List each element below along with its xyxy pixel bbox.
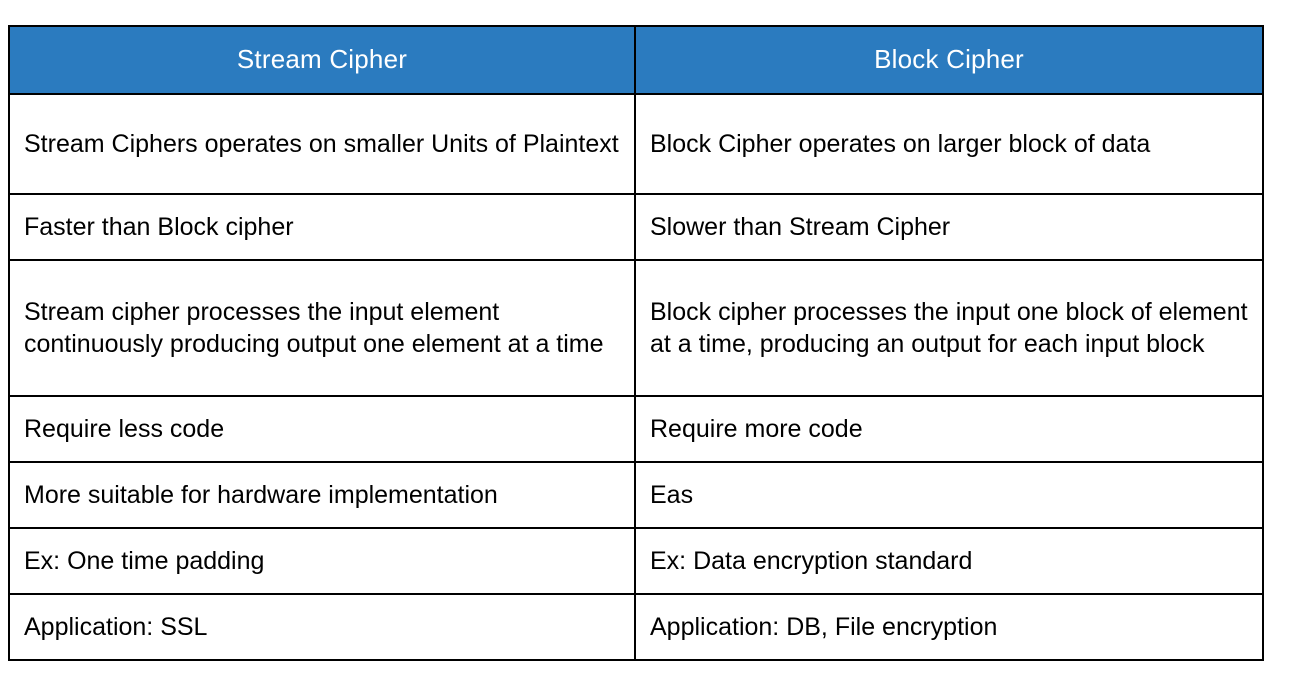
cell-text: Ex: One time padding — [24, 546, 265, 575]
cell-stream-cipher: Require less code — [8, 395, 636, 463]
cell-text: More suitable for hardware implementatio… — [24, 480, 498, 509]
cell-stream-cipher: Ex: One time padding — [8, 527, 636, 595]
cell-stream-cipher: Faster than Block cipher — [8, 193, 636, 261]
column-header-stream-cipher: Stream Cipher — [8, 25, 636, 95]
table-row: Faster than Block cipher Slower than Str… — [8, 193, 1264, 261]
cipher-comparison-table: Stream Cipher Block Cipher Stream Cipher… — [8, 25, 1264, 661]
cell-text: Eas — [650, 480, 694, 509]
cell-text: Stream cipher processes the input elemen… — [24, 297, 604, 359]
cell-stream-cipher: Application: SSL — [8, 593, 636, 661]
table-row: More suitable for hardware implementatio… — [8, 461, 1264, 529]
table-row: Stream cipher processes the input elemen… — [8, 259, 1264, 397]
cell-text: Application: DB, File encryption — [650, 612, 998, 641]
cell-stream-cipher: More suitable for hardware implementatio… — [8, 461, 636, 529]
cell-block-cipher: Slower than Stream Cipher — [634, 193, 1264, 261]
table-row: Stream Ciphers operates on smaller Units… — [8, 93, 1264, 195]
table-body: Stream Ciphers operates on smaller Units… — [8, 93, 1264, 661]
cell-block-cipher: Block cipher processes the input one blo… — [634, 259, 1264, 397]
column-header-block-cipher: Block Cipher — [634, 25, 1264, 95]
cell-text: Block cipher processes the input one blo… — [650, 297, 1248, 359]
cell-block-cipher: Require more code — [634, 395, 1264, 463]
table-row: Ex: One time padding Ex: Data encryption… — [8, 527, 1264, 595]
cell-text: Application: SSL — [24, 612, 208, 641]
cell-block-cipher: Ex: Data encryption standard — [634, 527, 1264, 595]
table-row: Require less code Require more code — [8, 395, 1264, 463]
table-header-row: Stream Cipher Block Cipher — [8, 25, 1264, 95]
cell-text: Faster than Block cipher — [24, 212, 294, 241]
cell-block-cipher: Application: DB, File encryption — [634, 593, 1264, 661]
cell-text: Stream Ciphers operates on smaller Units… — [24, 129, 619, 158]
cell-block-cipher: Eas — [634, 461, 1264, 529]
cell-stream-cipher: Stream cipher processes the input elemen… — [8, 259, 636, 397]
table-header: Stream Cipher Block Cipher — [8, 25, 1264, 95]
cell-text: Slower than Stream Cipher — [650, 212, 951, 241]
cell-text: Require more code — [650, 414, 863, 443]
cell-stream-cipher: Stream Ciphers operates on smaller Units… — [8, 93, 636, 195]
cell-text: Ex: Data encryption standard — [650, 546, 973, 575]
cell-text: Require less code — [24, 414, 225, 443]
cell-text: Block Cipher operates on larger block of… — [650, 129, 1151, 158]
cell-block-cipher: Block Cipher operates on larger block of… — [634, 93, 1264, 195]
table-row: Application: SSL Application: DB, File e… — [8, 593, 1264, 661]
